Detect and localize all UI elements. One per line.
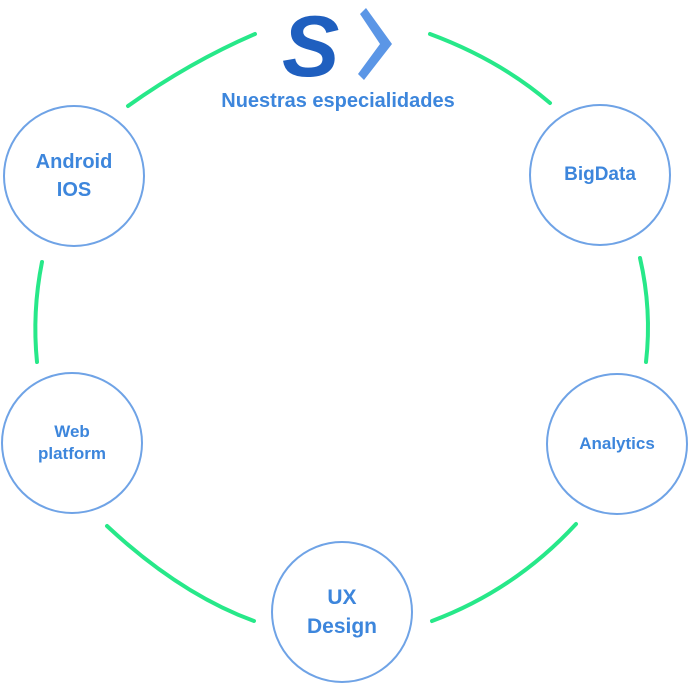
node-label-line-1: UX	[327, 586, 357, 609]
node-label-line-2: IOS	[56, 179, 92, 201]
node-label-line-1: Web	[54, 422, 90, 441]
ring-arc-right	[638, 256, 650, 364]
node-label: BigData	[564, 164, 636, 185]
specialty-node-ux-design: UX Design	[271, 541, 413, 683]
node-label-line-1: Android	[35, 151, 113, 173]
specialty-node-bigdata: BigData	[529, 104, 671, 246]
ring-arc-top-left	[126, 32, 257, 108]
node-label-line-2: Design	[306, 615, 377, 638]
ring-arc-bottom-left	[105, 524, 256, 623]
page-title: Nuestras especialidades	[221, 90, 455, 112]
specialty-node-analytics: Analytics	[546, 373, 688, 515]
ring-arc-bottom-right	[430, 522, 578, 623]
specialty-node-web-platform: Web platform	[1, 372, 143, 514]
specialty-node-android-ios: Android IOS	[3, 105, 145, 247]
node-label: Analytics	[579, 434, 655, 453]
ring-arc-top-right	[428, 32, 552, 105]
logo-chevron	[358, 8, 392, 80]
logo-letter: S	[282, 2, 339, 82]
ring-arc-left	[33, 260, 44, 364]
node-label-line-2: platform	[38, 444, 106, 463]
company-logo: S	[282, 2, 392, 82]
